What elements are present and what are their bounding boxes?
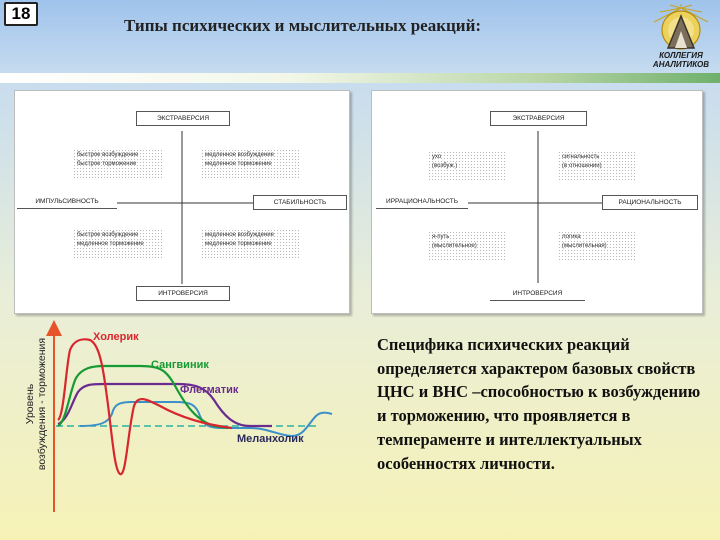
quadrant-text: сигнальность xyxy=(562,154,600,160)
curve-melanholik xyxy=(79,401,333,438)
quadrant-bottom-left: я-путь (мыслительное) xyxy=(428,231,506,261)
logo-text-line1: КОЛЛЕГИЯ xyxy=(659,51,703,60)
title-divider-bar xyxy=(0,73,720,83)
label-extraversion: ЭКСТРАВЕРСИЯ xyxy=(490,111,587,126)
diagram-extraversion-rationality: ЭКСТРАВЕРСИЯ ИНТРОВЕРСИЯ ИРРАЦИОНАЛЬНОСТ… xyxy=(371,90,703,314)
logo-text-line2: АНАЛИТИКОВ xyxy=(652,60,710,69)
quadrant-top-left: быстрое возбуждение быстрое торможение xyxy=(73,149,163,179)
curve-flegmatik xyxy=(57,382,272,428)
quadrant-bottom-right: логика (мыслительная) xyxy=(558,231,636,261)
label-holeric: Холерик xyxy=(93,331,139,343)
label-melanholik: Меланхолик xyxy=(237,433,304,445)
label-impulsivity: ИМПУЛЬСИВНОСТЬ xyxy=(17,195,117,209)
quadrant-text: ухо xyxy=(432,154,442,160)
quadrant-top-right: сигнальность (в отношении) xyxy=(558,151,636,181)
temperament-graph xyxy=(46,320,333,512)
label-rationality: РАЦИОНАЛЬНОСТЬ xyxy=(602,195,698,210)
quadrant-top-right: медленное возбуждение медленное торможен… xyxy=(201,149,299,179)
label-flegmatik: Флегматик xyxy=(180,384,239,396)
quadrant-text: медленное торможение xyxy=(205,241,272,247)
label-extraversion: ЭКСТРАВЕРСИЯ xyxy=(136,111,230,126)
logo-emblem-icon xyxy=(653,4,709,50)
slide-title: Типы психических и мыслительных реакций: xyxy=(124,16,482,35)
quadrant-text: быстрое возбуждение xyxy=(77,152,139,158)
quadrant-text: медленное возбуждение xyxy=(205,152,274,158)
label-introversion: ИНТРОВЕРСИЯ xyxy=(136,286,230,301)
quadrant-text: (возбуж.) xyxy=(432,163,458,169)
quadrant-bottom-right: медленное возбуждение медленное торможен… xyxy=(201,229,299,259)
quadrant-text: медленное возбуждение xyxy=(205,232,274,238)
label-introversion: ИНТРОВЕРСИЯ xyxy=(490,287,585,301)
slide-number: 18 xyxy=(4,2,38,26)
quadrant-text: (в отношении) xyxy=(562,163,602,169)
quadrant-text: логика xyxy=(562,234,581,240)
curve-holeric xyxy=(57,338,233,476)
quadrant-text: (мыслительное) xyxy=(432,243,477,249)
label-irrationality: ИРРАЦИОНАЛЬНОСТЬ xyxy=(376,195,468,209)
quadrant-bottom-left: быстрое возбуждение медленное торможение xyxy=(73,229,163,259)
label-stability: СТАБИЛЬНОСТЬ xyxy=(253,195,347,210)
quadrant-text: я-путь xyxy=(432,234,450,240)
quadrant-text: медленное торможение xyxy=(77,241,144,247)
description-text: Специфика психических реакций определяет… xyxy=(377,335,701,473)
quadrant-text: быстрое торможение xyxy=(77,161,137,167)
quadrant-top-left: ухо (возбуж.) xyxy=(428,151,506,181)
logo: КОЛЛЕГИЯ АНАЛИТИКОВ xyxy=(644,4,718,70)
label-sangvinik: Сангвиник xyxy=(151,359,209,371)
curve-sangvinik xyxy=(57,364,229,430)
quadrant-text: быстрое возбуждение xyxy=(77,232,139,238)
quadrant-text: медленное торможение xyxy=(205,161,272,167)
diagram-extraversion-stability: ЭКСТРАВЕРСИЯ ИНТРОВЕРСИЯ ИМПУЛЬСИВНОСТЬ … xyxy=(14,90,350,314)
quadrant-text: (мыслительная) xyxy=(562,243,607,249)
